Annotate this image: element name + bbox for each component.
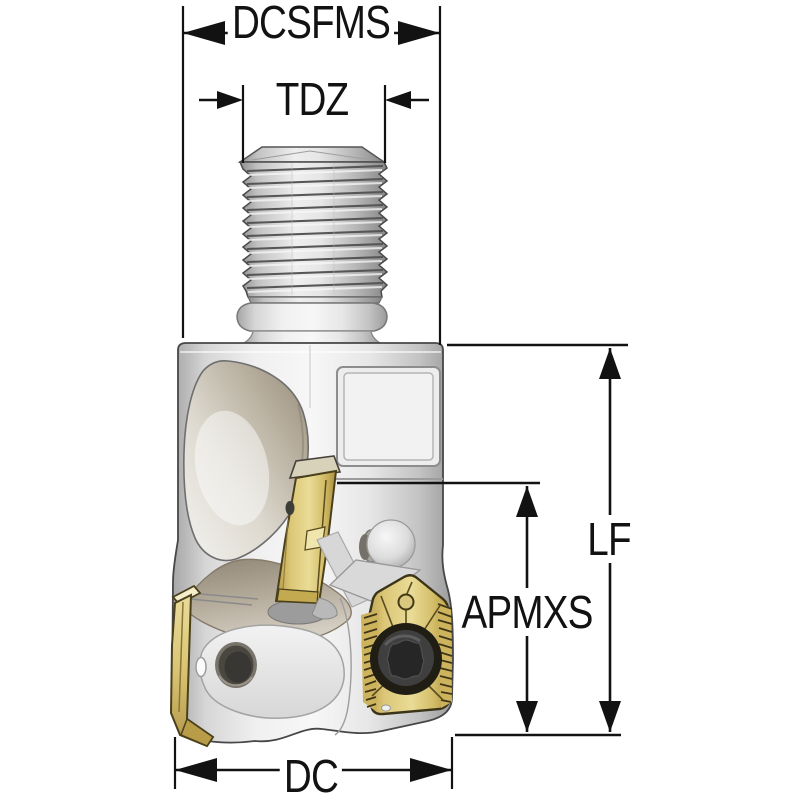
dcsfms-arrow-left — [183, 21, 225, 45]
clamp-dome-screw — [359, 519, 416, 569]
dim-dcsfms — [181, 6, 442, 345]
pocket-hole — [285, 501, 295, 515]
tdz-arrow-right — [385, 91, 411, 109]
dim-tdz — [199, 85, 429, 163]
thread-runout — [247, 296, 383, 304]
serration-right — [437, 603, 453, 703]
tdz-arrow-left — [217, 91, 243, 109]
dim-dc — [173, 737, 454, 789]
torx-screw — [370, 623, 442, 695]
right-insert — [361, 574, 453, 716]
center-insert — [267, 455, 342, 625]
threaded-shank — [237, 146, 389, 304]
label-dc: DC — [274, 752, 348, 800]
dc-arrow-left — [175, 758, 217, 782]
side-pin-hole — [195, 656, 207, 678]
coolant-hole — [215, 642, 257, 688]
insert-corner-hole — [397, 593, 415, 611]
label-tdz: TDZ — [264, 75, 360, 123]
left-insert — [169, 584, 215, 748]
apmxs-arrow-up — [516, 486, 538, 517]
lf-arrow-down — [599, 701, 621, 732]
dc-arrow-right — [410, 758, 452, 782]
thread-ridges — [246, 164, 384, 290]
dcsfms-arrow-right — [398, 21, 440, 45]
label-dcsfms-text: DCSFMS — [227, 0, 395, 46]
label-lf: LF — [578, 515, 640, 563]
label-dc-text: DC — [279, 752, 343, 800]
label-apmxs-text: APMXS — [457, 588, 597, 636]
body-pocket — [336, 366, 441, 467]
torx-recess — [386, 639, 425, 680]
thread-highlights — [247, 169, 383, 293]
apmxs-arrow-down — [516, 701, 538, 732]
label-apmxs: APMXS — [444, 588, 610, 636]
label-lf-text: LF — [583, 515, 635, 563]
lf-arrow-up — [599, 348, 621, 379]
label-tdz-text: TDZ — [271, 75, 353, 123]
neck-collar — [236, 302, 388, 344]
thread-top-chamfer — [237, 146, 387, 163]
label-dcsfms: DCSFMS — [212, 0, 410, 46]
